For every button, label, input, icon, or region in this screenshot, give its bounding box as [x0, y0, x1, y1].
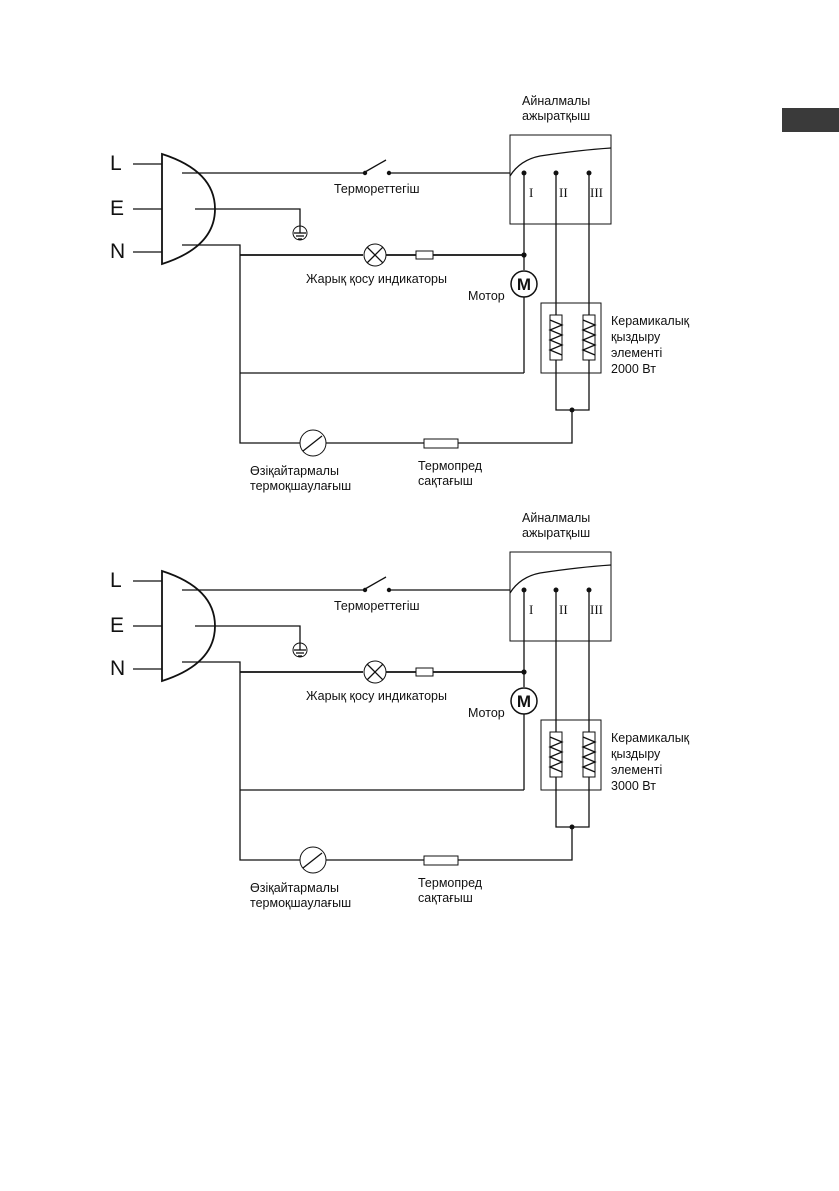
motor-icon: M — [510, 687, 538, 715]
thermostat-switch-icon — [362, 576, 392, 593]
indicator-lamp-icon — [363, 660, 387, 684]
thermostat-label: Термореттегіш — [334, 182, 420, 196]
terminal-l-label: L — [110, 152, 122, 175]
resistor-icon — [415, 667, 434, 677]
motor-label: Мотор — [468, 289, 505, 303]
rotary-switch-title-2: ажыратқыш — [522, 526, 590, 540]
resistor-icon — [415, 250, 434, 260]
terminal-l-label: L — [110, 569, 122, 592]
svg-text:III: III — [590, 602, 603, 617]
fuse-label-2: сақтағыш — [418, 474, 473, 488]
terminal-n-label: N — [110, 240, 125, 263]
ceramic-heater-icon — [540, 302, 602, 374]
wiring-diagram-2: L E N Термореттегіш — [0, 505, 839, 915]
rotary-switch-title: Айналмалы — [522, 94, 590, 108]
svg-text:I: I — [529, 602, 533, 617]
earth-icon — [292, 642, 308, 658]
cutout-switch-icon — [299, 846, 327, 874]
rotary-switch-title-2: ажыратқыш — [522, 109, 590, 123]
rotary-switch: I II III — [509, 134, 612, 225]
thermostat-label: Термореттегіш — [334, 599, 420, 613]
heater-label-2: қыздыру — [611, 330, 661, 344]
svg-text:II: II — [559, 602, 568, 617]
terminal-e-label: E — [110, 614, 124, 637]
svg-text:III: III — [590, 185, 603, 200]
heater-label-1: Керамикалық — [611, 314, 690, 328]
earth-icon — [292, 225, 308, 241]
fuse-label-2: сақтағыш — [418, 891, 473, 905]
cutout-label-1: Өзіқайтармалы — [250, 881, 339, 895]
motor-label: Мотор — [468, 706, 505, 720]
svg-text:II: II — [559, 185, 568, 200]
heater-label-3: элементі — [611, 346, 662, 360]
heater-label-3: элементі — [611, 763, 662, 777]
indicator-lamp-icon — [363, 243, 387, 267]
svg-text:M: M — [517, 275, 531, 294]
heater-power-label: 3000 Вт — [611, 779, 656, 793]
heater-label-1: Керамикалық — [611, 731, 690, 745]
ceramic-heater-icon — [540, 719, 602, 791]
heater-label-2: қыздыру — [611, 747, 661, 761]
thermal-fuse-icon — [423, 855, 459, 866]
cutout-switch-icon — [299, 429, 327, 457]
terminal-e-label: E — [110, 197, 124, 220]
fuse-label-1: Термопред — [418, 876, 483, 890]
wiring-diagram-1: L E N Термореттегіш — [0, 88, 839, 498]
motor-icon: M — [510, 270, 538, 298]
fuse-label-1: Термопред — [418, 459, 483, 473]
rotary-switch: I II III — [509, 551, 612, 642]
svg-text:M: M — [517, 692, 531, 711]
thermostat-switch-icon — [362, 159, 392, 176]
heater-power-label: 2000 Вт — [611, 362, 656, 376]
indicator-label: Жарық қосу индикаторы — [306, 272, 447, 286]
svg-text:I: I — [529, 185, 533, 200]
cutout-label-1: Өзіқайтармалы — [250, 464, 339, 478]
terminal-n-label: N — [110, 657, 125, 680]
thermal-fuse-icon — [423, 438, 459, 449]
cutout-label-2: термоқшаулағыш — [250, 479, 351, 493]
indicator-label: Жарық қосу индикаторы — [306, 689, 447, 703]
rotary-switch-title: Айналмалы — [522, 511, 590, 525]
cutout-label-2: термоқшаулағыш — [250, 896, 351, 910]
page-section-tab — [782, 108, 839, 132]
